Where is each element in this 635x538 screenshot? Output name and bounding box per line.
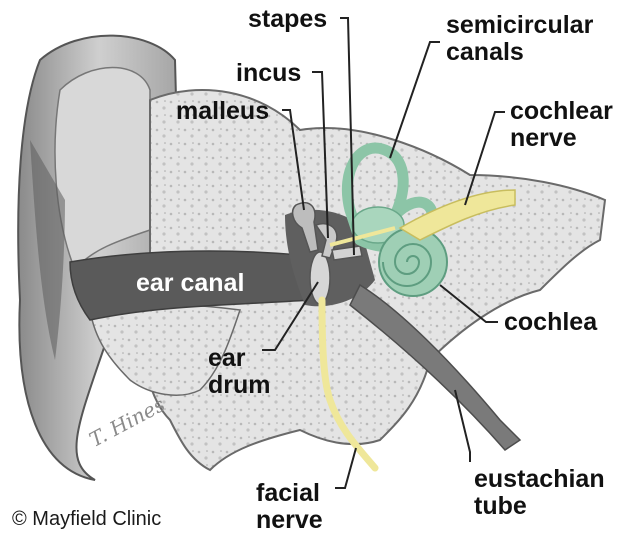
label-ear-canal: ear canal (136, 270, 244, 297)
ear-drum-membrane (310, 252, 330, 304)
label-cochlea: cochlea (504, 309, 597, 336)
label-ear-drum: ear drum (208, 345, 271, 399)
label-eustachian-tube: eustachian tube (474, 466, 605, 520)
label-semicircular-canals: semicircular canals (446, 12, 593, 66)
label-facial-nerve: facial nerve (256, 480, 323, 534)
label-incus: incus (236, 60, 301, 87)
label-cochlear-nerve: cochlear nerve (510, 98, 613, 152)
copyright-credit: © Mayfield Clinic (12, 508, 161, 531)
label-malleus: malleus (176, 98, 269, 125)
label-stapes: stapes (248, 6, 327, 33)
leader-facial-nerve (335, 448, 356, 488)
